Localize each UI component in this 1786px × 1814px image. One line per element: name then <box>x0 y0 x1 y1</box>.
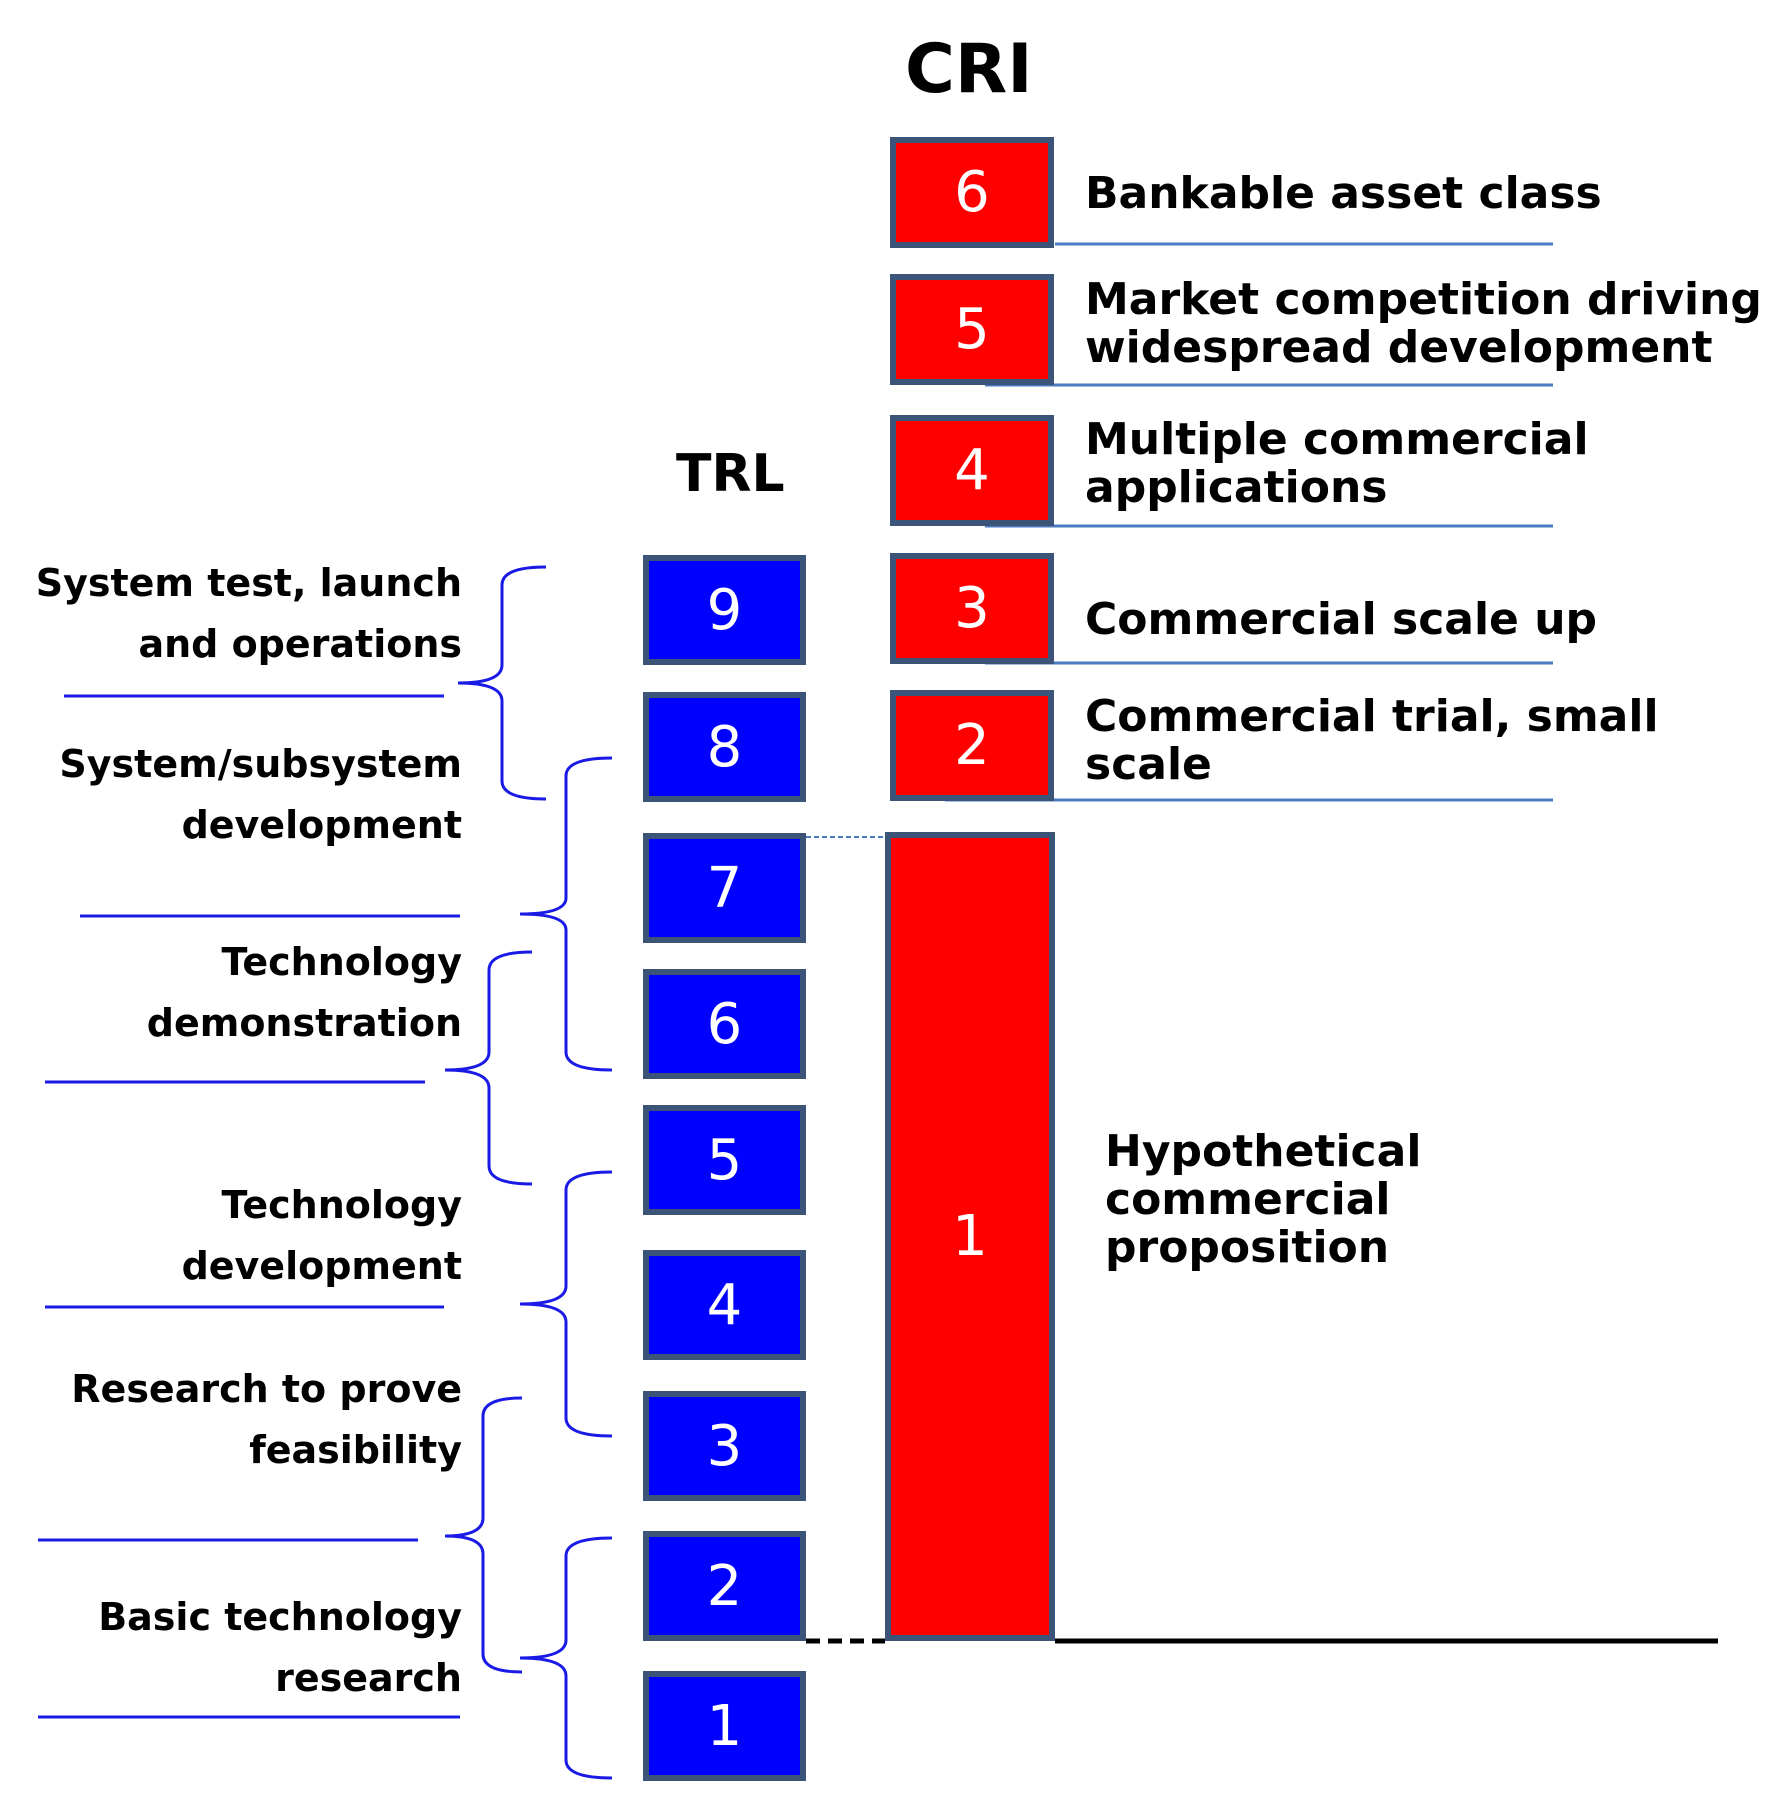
phase-label-technology-development: Technology development <box>182 1175 462 1297</box>
cri-label-2-line-1: Commercial trial, small <box>1085 691 1659 742</box>
cri-box-6: 6 <box>890 137 1054 248</box>
phase-label-system-test-line-1: System test, launch <box>35 561 462 605</box>
trl-rule-lines <box>38 694 460 1719</box>
cri-label-4-line-2: applications <box>1085 462 1388 513</box>
phase-label-system-test: System test, launch and operations <box>36 553 462 675</box>
trl-box-7: 7 <box>643 833 806 943</box>
phase-label-technology-development-line-2: development <box>181 1244 462 1288</box>
cri-label-2: Commercial trial, small scale <box>1085 693 1659 789</box>
cri-label-5-line-1: Market competition driving <box>1085 274 1762 325</box>
trl-box-9: 9 <box>643 555 806 665</box>
bracket-technology-demonstration <box>444 950 533 1186</box>
phase-label-basic-research-line-2: research <box>275 1656 462 1700</box>
trl-box-8: 8 <box>643 692 806 802</box>
cri-box-5: 5 <box>890 274 1054 385</box>
cri-label-1-line-3: proposition <box>1105 1222 1390 1273</box>
phase-label-technology-development-line-1: Technology <box>221 1183 463 1227</box>
cri-box-4: 4 <box>890 415 1054 526</box>
cri-title: CRI <box>905 30 1033 109</box>
cri-label-1: Hypothetical commercial proposition <box>1105 1128 1421 1272</box>
phase-label-system-development-line-2: development <box>181 803 462 847</box>
cri-label-3: Commercial scale up <box>1085 596 1597 644</box>
cri-label-1-line-2: commercial <box>1105 1174 1391 1225</box>
trl-box-6: 6 <box>643 969 806 1079</box>
phase-label-system-development-line-1: System/subsystem <box>59 742 462 786</box>
phase-label-basic-research-line-1: Basic technology <box>98 1595 462 1639</box>
cri-box-1: 1 <box>885 832 1055 1641</box>
bracket-basic-research <box>519 1536 613 1780</box>
trl-box-5: 5 <box>643 1105 806 1215</box>
phase-label-technology-demonstration-line-2: demonstration <box>146 1001 462 1045</box>
bracket-technology-development <box>519 1170 613 1438</box>
cri-label-4: Multiple commercial applications <box>1085 416 1589 512</box>
phase-label-research-feasibility-line-1: Research to prove <box>71 1367 462 1411</box>
cri-label-1-line-1: Hypothetical <box>1105 1126 1422 1177</box>
phase-label-system-development: System/subsystem development <box>59 734 462 856</box>
phase-label-basic-research: Basic technology research <box>98 1587 462 1709</box>
cri-label-2-line-2: scale <box>1085 739 1212 790</box>
cri-box-3: 3 <box>890 553 1054 664</box>
bracket-system-development <box>519 756 613 1072</box>
cri-label-6-line-1: Bankable asset class <box>1085 168 1602 219</box>
cri-label-5-line-2: widespread development <box>1085 322 1713 373</box>
bracket-research-feasibility <box>444 1396 523 1674</box>
cri-box-2: 2 <box>890 690 1054 801</box>
phase-label-research-feasibility-line-2: feasibility <box>249 1428 462 1472</box>
phase-label-research-feasibility: Research to prove feasibility <box>71 1359 462 1481</box>
phase-label-system-test-line-2: and operations <box>138 622 462 666</box>
cri-label-3-line-1: Commercial scale up <box>1085 594 1598 645</box>
cri-rule-lines <box>945 242 1553 802</box>
bracket-system-test <box>457 565 547 801</box>
trl-box-1: 1 <box>643 1671 806 1781</box>
cri-label-5: Market competition driving widespread de… <box>1085 276 1762 372</box>
cri-label-6: Bankable asset class <box>1085 170 1602 218</box>
phase-label-technology-demonstration: Technology demonstration <box>147 932 462 1054</box>
trl-box-2: 2 <box>643 1531 806 1641</box>
trl-box-4: 4 <box>643 1250 806 1360</box>
phase-brackets <box>444 565 613 1780</box>
phase-label-technology-demonstration-line-1: Technology <box>221 940 463 984</box>
cri-label-4-line-1: Multiple commercial <box>1085 414 1589 465</box>
trl-title: TRL <box>676 444 785 504</box>
trl-box-3: 3 <box>643 1391 806 1501</box>
